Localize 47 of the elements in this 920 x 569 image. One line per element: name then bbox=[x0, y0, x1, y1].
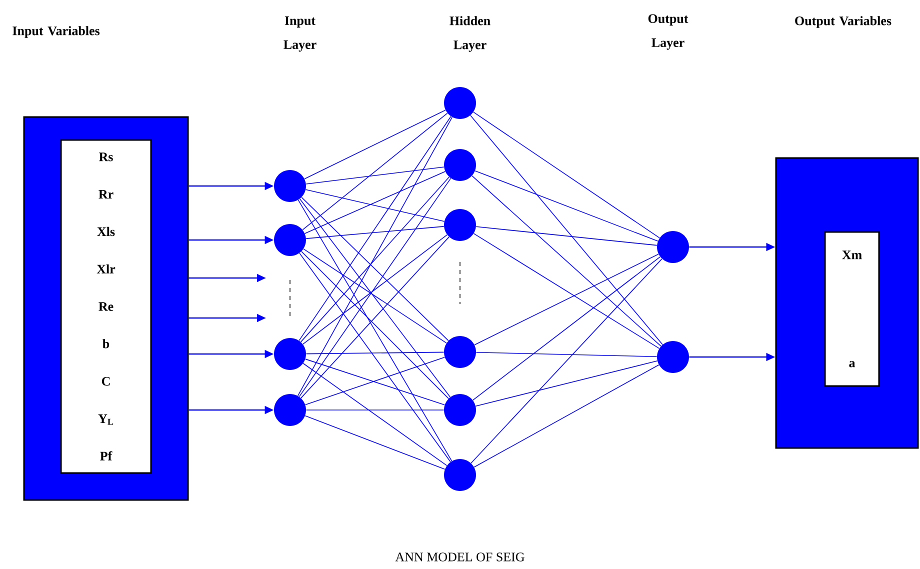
connection-line bbox=[306, 226, 444, 239]
neuron-circle bbox=[274, 338, 306, 370]
layer-heading: Output Variables bbox=[795, 16, 892, 28]
connection-line bbox=[474, 364, 660, 468]
connection-line bbox=[303, 248, 447, 344]
connection-line bbox=[476, 352, 658, 358]
caption: ANN MODEL OF SEIG bbox=[395, 552, 524, 562]
neuron-circle bbox=[444, 87, 476, 119]
neuron-circle bbox=[444, 394, 476, 426]
neuron-circle bbox=[657, 231, 689, 263]
neuron-circle bbox=[444, 459, 476, 491]
connection-line bbox=[306, 166, 444, 184]
neuron-circle bbox=[444, 149, 476, 181]
layer-heading: Input Layer bbox=[284, 16, 316, 52]
connection-line bbox=[470, 258, 662, 464]
connection-line bbox=[299, 252, 451, 462]
connection-line bbox=[302, 112, 448, 230]
variable-list-box: Xm a bbox=[824, 231, 880, 387]
neuron-circle bbox=[444, 336, 476, 368]
connection-line bbox=[298, 116, 452, 341]
layer-heading: Input Variables bbox=[12, 26, 100, 38]
neuron-circle bbox=[274, 170, 306, 202]
variable-list-box: Rs Rr Xls Xlr Re b C Y$_{L}$ Pf bbox=[60, 139, 152, 474]
connection-line bbox=[476, 226, 658, 246]
connection-line bbox=[306, 352, 444, 354]
connection-line bbox=[474, 170, 658, 242]
connection-line bbox=[474, 254, 659, 346]
connection-line bbox=[297, 116, 453, 396]
connection-line bbox=[470, 115, 663, 345]
connection-line bbox=[473, 112, 660, 238]
layer-heading: Hidden Layer bbox=[450, 16, 490, 52]
connection-line bbox=[304, 415, 446, 470]
connection-line bbox=[305, 189, 445, 222]
neuron-circle bbox=[657, 341, 689, 373]
connection-line bbox=[302, 234, 448, 345]
connection-line bbox=[472, 256, 661, 401]
connection-line bbox=[304, 110, 446, 180]
connection-line bbox=[475, 360, 658, 406]
neuron-circle bbox=[274, 224, 306, 256]
connection-line bbox=[472, 175, 662, 347]
neuron-circle bbox=[274, 394, 306, 426]
connection-line bbox=[473, 233, 660, 349]
connection-line bbox=[304, 171, 446, 234]
neuron-circle bbox=[444, 209, 476, 241]
connection-line bbox=[302, 362, 448, 466]
layer-heading: Output Layer bbox=[648, 14, 688, 50]
connection-line bbox=[298, 200, 452, 462]
